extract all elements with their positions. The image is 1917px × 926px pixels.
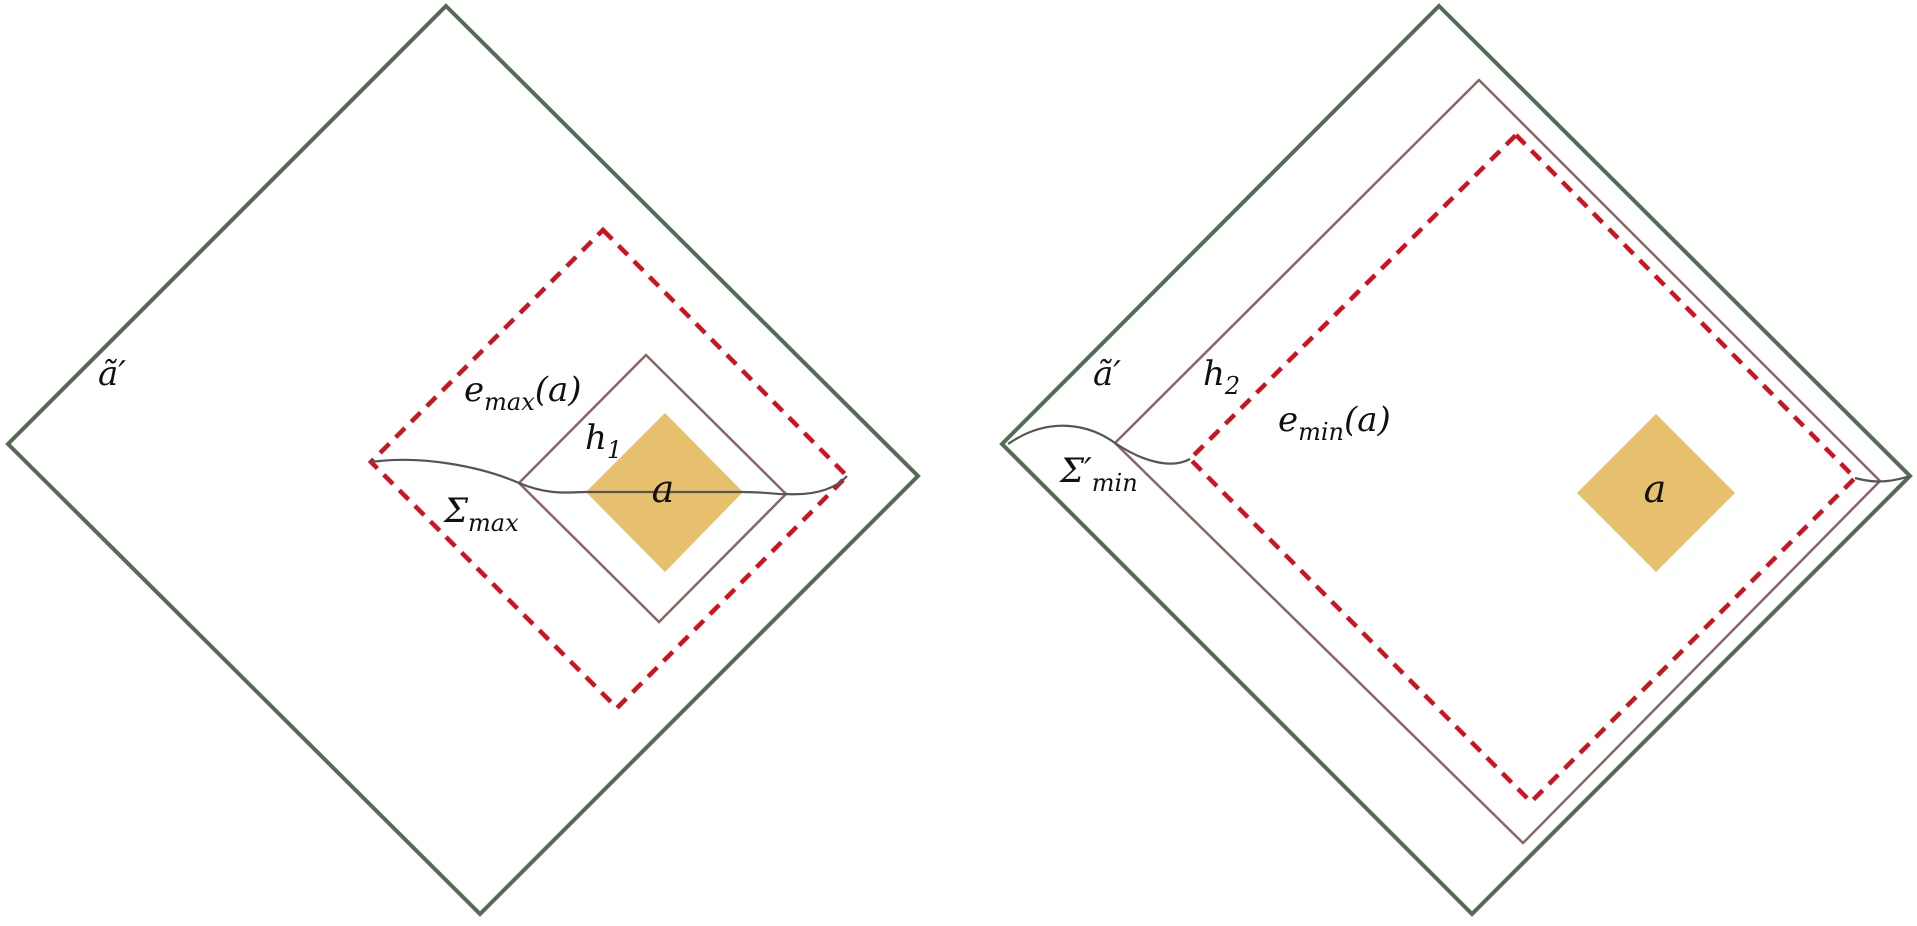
right-sigma-min-surface: [1007, 424, 1191, 465]
left-panel: ã′ emax(a) h1 Σmax a: [5, 3, 921, 917]
left-sigma-max-surface: [370, 458, 848, 496]
right-region-a-label: a: [1644, 467, 1667, 511]
right-h2-horizon-diamond: [1113, 78, 1882, 845]
left-outer-label: ã′: [98, 354, 126, 394]
right-h2-label: h2: [1203, 354, 1240, 400]
left-h1-horizon-diamond: [517, 353, 788, 624]
right-sigma-min-label: Σ′min: [1058, 451, 1138, 497]
left-emax-dashed-diamond: [367, 226, 851, 712]
left-emax-label: emax(a): [464, 370, 582, 416]
left-outer-diamond: [5, 3, 921, 917]
right-sigma-min-surface-edge: [1854, 474, 1911, 483]
left-h1-label: h1: [585, 418, 622, 464]
left-sigma-max-label: Σmax: [442, 491, 519, 537]
right-outer-diamond: [999, 3, 1913, 917]
right-emin-dashed-diamond: [1186, 131, 1859, 806]
right-panel: ã′ h2 emin(a) Σ′min a: [999, 3, 1913, 917]
left-region-a-label: a: [652, 467, 675, 511]
right-region-a: [1577, 414, 1735, 572]
right-emin-label: emin(a): [1278, 400, 1391, 446]
right-outer-label: ã′: [1093, 354, 1121, 394]
